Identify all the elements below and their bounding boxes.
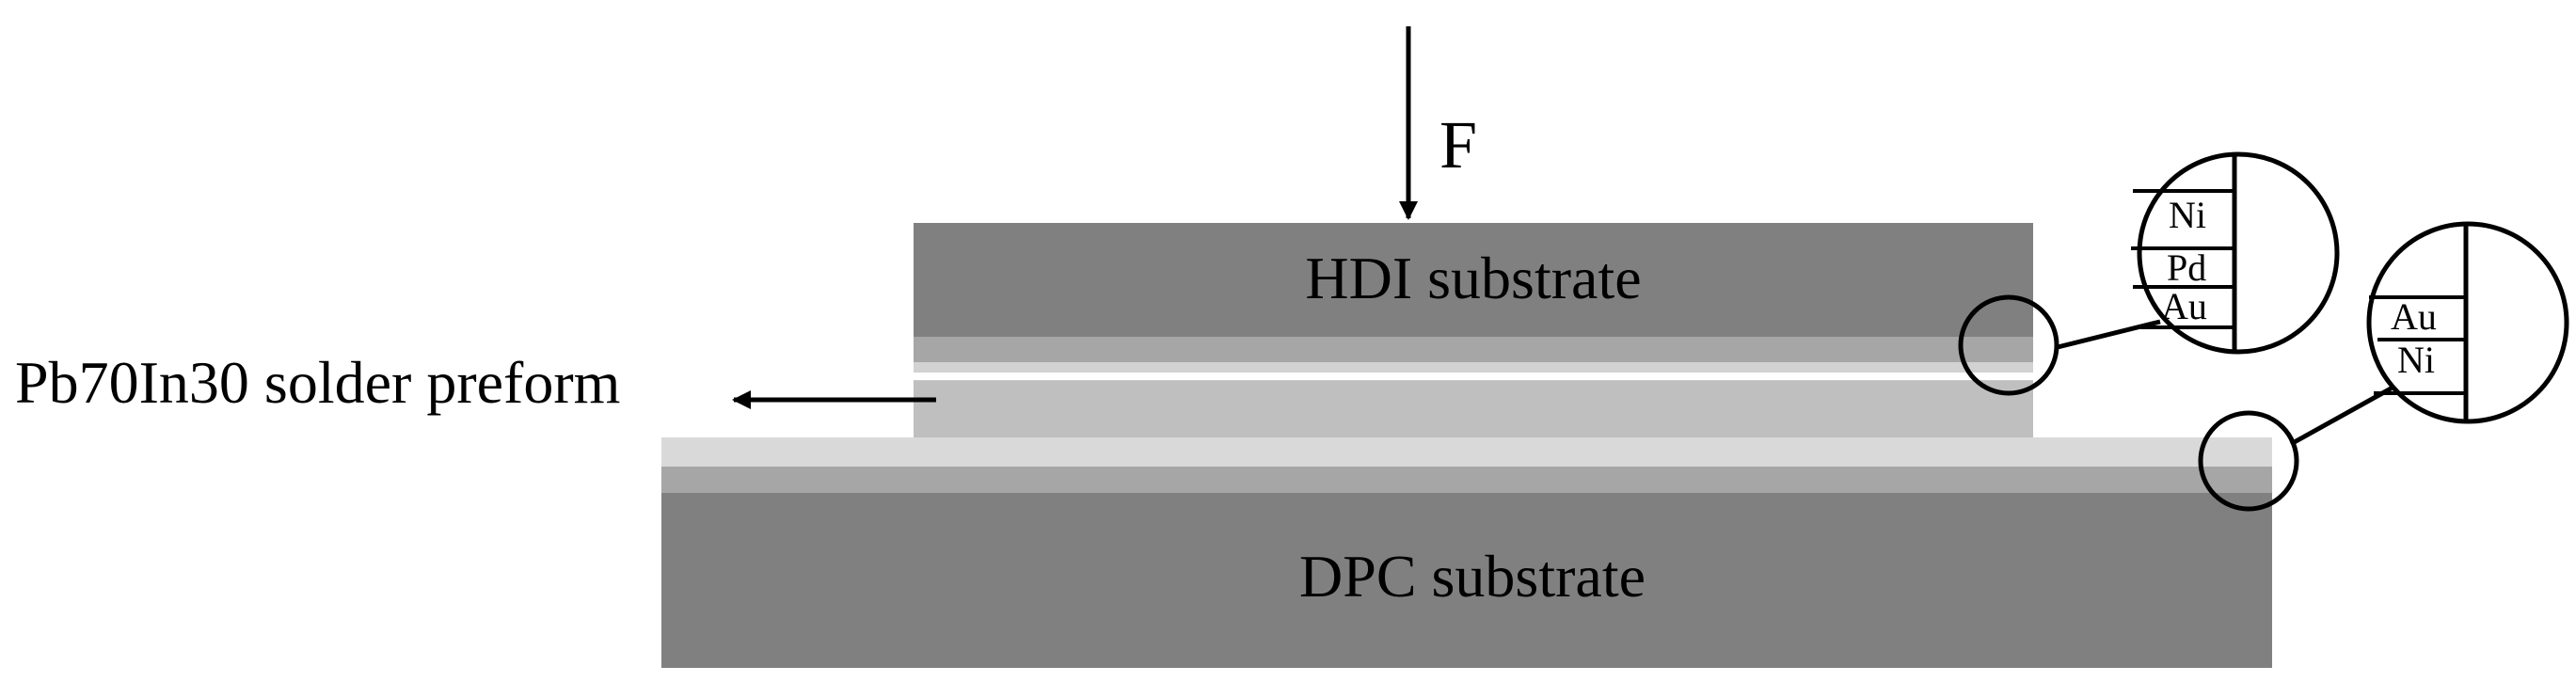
solder-preform-layer	[914, 381, 2033, 437]
force-label: F	[1439, 107, 1477, 182]
hdi-substrate-label: HDI substrate	[1305, 245, 1641, 311]
dpc-substrate-body	[661, 492, 2272, 668]
dpc-finish-label-ni: Ni	[2397, 339, 2435, 381]
hdi-ni-layer	[914, 336, 2033, 362]
interface-gap	[914, 373, 2033, 380]
dpc-substrate-label: DPC substrate	[1299, 543, 1646, 610]
hdi-detail-circle	[2137, 151, 2340, 355]
dpc-finish-layer-ni	[661, 467, 2272, 493]
hdi-finish-label-ni: Ni	[2169, 194, 2206, 236]
hdi-pd-layer	[914, 361, 2033, 373]
dpc-finish-layer-au	[661, 437, 2272, 467]
dpc-detail-marker-circle	[2198, 410, 2299, 512]
dpc-finish-label-au: Au	[2391, 295, 2437, 338]
hdi-finish-label-pd: Pd	[2167, 246, 2206, 289]
hdi-detail-marker-circle	[1958, 294, 2059, 396]
hdi-substrate-body	[914, 223, 2033, 337]
solder-preform-label: Pb70In30 solder preform	[15, 349, 620, 416]
hdi-finish-label-au: Au	[2161, 285, 2207, 327]
